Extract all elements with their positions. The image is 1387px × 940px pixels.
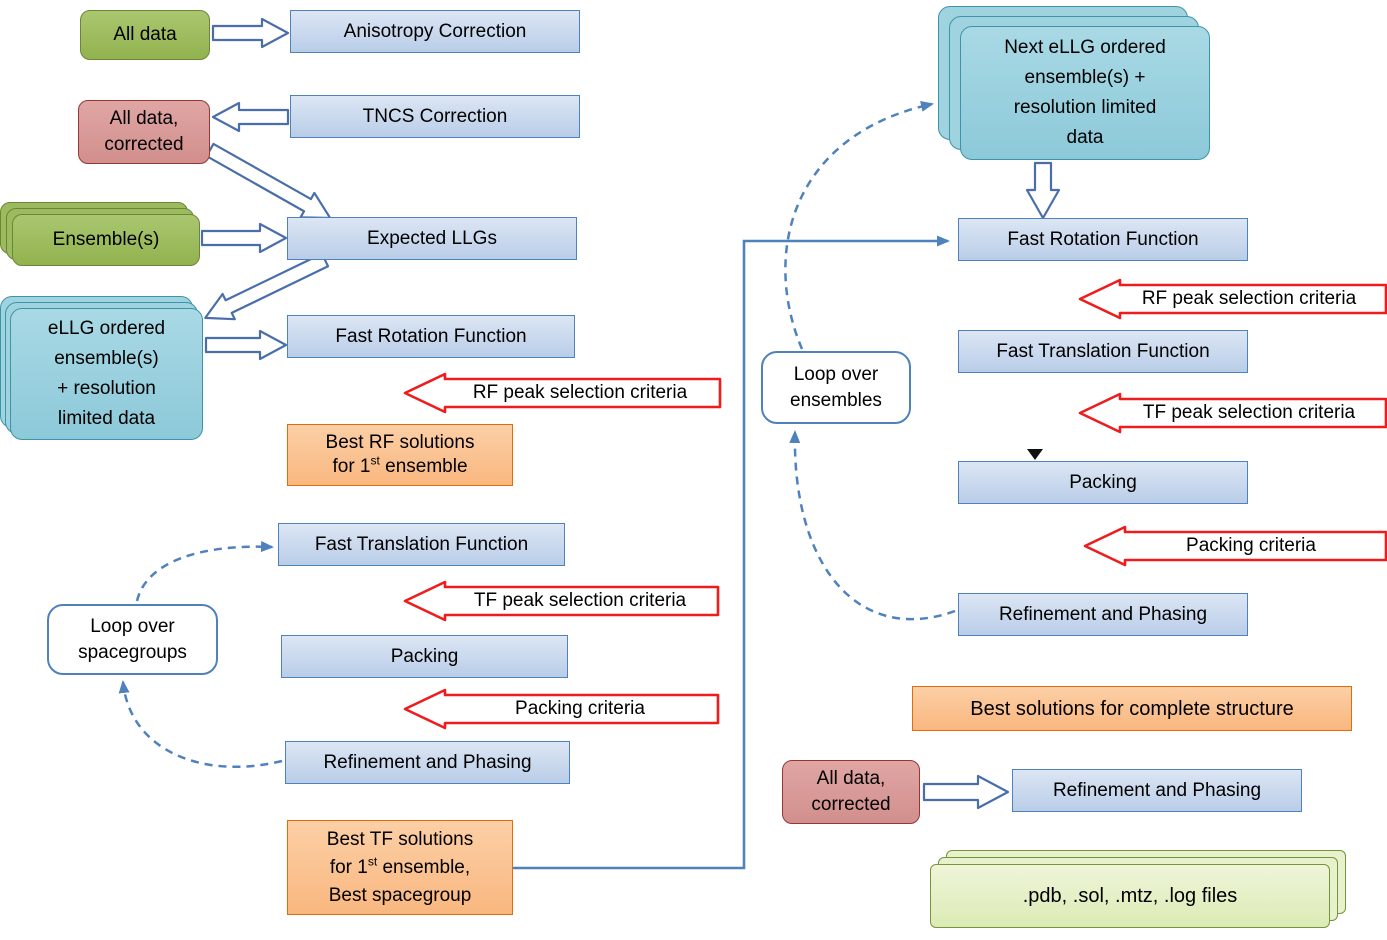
node-label: + resolution (57, 378, 156, 399)
node-label: Fast Rotation Function (1007, 228, 1199, 250)
node-label: Refinement and Phasing (323, 751, 532, 773)
node-label: for 1st ensemble, (330, 854, 470, 882)
node-fast-rotation-left: Fast Rotation Function (287, 315, 575, 358)
node-label: All data, (109, 108, 179, 129)
node-label: Best spacegroup (328, 884, 472, 906)
node-label: All data (113, 24, 177, 45)
node-label: resolution limited (1013, 97, 1157, 118)
packing-criteria-label-left: Packing criteria (515, 698, 645, 719)
node-label: Refinement and Phasing (998, 603, 1208, 625)
ordinal-superscript: st (367, 854, 378, 869)
node-label: Fast Rotation Function (335, 325, 527, 347)
node-label: Best solutions for complete structure (970, 697, 1294, 720)
node-label: corrected (104, 134, 184, 155)
node-label: ensemble(s) + (1024, 67, 1146, 88)
node-label: TNCS Correction (362, 105, 508, 127)
besttf-to-right-fastrotation-connector (513, 235, 950, 870)
node-packing-left: Packing (281, 635, 568, 678)
node-label: Packing (390, 645, 459, 667)
node-tncs-correction: TNCS Correction (290, 95, 580, 138)
node-label: Best TF solutions (326, 828, 474, 850)
node-fast-translation-left: Fast Translation Function (278, 523, 565, 566)
node-expected-llgs: Expected LLGs (287, 217, 577, 260)
node-refinement-left: Refinement and Phasing (285, 741, 570, 784)
ordinal-superscript: st (370, 453, 380, 468)
tf-criteria-label-right: TF peak selection criteria (1142, 402, 1356, 423)
arrow-tncs-to-alldatacorrected (211, 101, 290, 133)
loop-ensembles-to-nextellg-arrow (784, 100, 934, 350)
node-label: for 1st ensemble (332, 455, 467, 479)
node-loop-over-spacegroups: Loop over spacegroups (47, 604, 218, 675)
node-label: .pdb, .sol, .mtz, .log files (1022, 885, 1238, 907)
node-label: Next eLLG ordered (1004, 37, 1166, 58)
node-label-part: ensemble, (377, 856, 471, 878)
node-label: ensemble(s) (54, 348, 159, 369)
packing-criteria-label-right: Packing criteria (1186, 535, 1316, 556)
node-label: Fast Translation Function (996, 340, 1210, 362)
node-label-part: for 1 (332, 456, 371, 477)
node-output-files: .pdb, .sol, .mtz, .log files (930, 864, 1330, 928)
rf-criteria-label-right: RF peak selection criteria (1141, 288, 1357, 309)
node-label: Packing (1069, 471, 1137, 493)
node-anisotropy-correction: Anisotropy Correction (290, 10, 580, 53)
node-best-solutions-complete: Best solutions for complete structure (912, 686, 1352, 731)
node-label: limited data (57, 408, 156, 429)
node-label: Refinement and Phasing (1052, 779, 1262, 801)
refinement-to-loop-spacegroups-arrow (118, 680, 283, 769)
node-label: Best RF solutions (325, 432, 475, 453)
rf-criteria-arrow-right (1078, 278, 1387, 320)
rf-criteria-arrow-left (403, 372, 722, 414)
node-refinement-final: Refinement and Phasing (1012, 769, 1302, 812)
node-loop-over-ensembles: Loop over ensembles (761, 351, 911, 424)
refinement-to-loop-ensembles-arrow (789, 430, 956, 621)
arrow-expectedllgs-to-ellg (204, 252, 330, 321)
node-label: data (1066, 127, 1104, 148)
node-label: corrected (811, 794, 891, 815)
node-label: All data, (816, 768, 886, 789)
node-best-rf-solutions: Best RF solutions for 1st ensemble (287, 424, 513, 486)
arrow-alldatacorrected-to-finalrefinement (922, 774, 1010, 810)
node-label: ensembles (790, 389, 882, 411)
arrow-ensembles-to-expectedllgs (200, 222, 288, 254)
rf-criteria-label-left: RF peak selection criteria (472, 382, 688, 403)
node-label: eLLG ordered (47, 318, 166, 339)
node-label: Loop over (90, 615, 175, 637)
node-all-data-corrected: All data, corrected (78, 100, 210, 164)
node-label-part: ensemble (379, 456, 468, 477)
node-label: Fast Translation Function (314, 533, 529, 555)
node-label: Loop over (793, 363, 879, 385)
node-label: spacegroups (78, 641, 187, 663)
node-label-part: for 1 (329, 856, 368, 878)
loop-spacegroups-to-fasttranslation-arrow (135, 541, 274, 602)
node-packing-right: Packing (958, 461, 1248, 504)
node-label: Expected LLGs (367, 227, 497, 249)
packing-criteria-arrow-left (403, 688, 720, 730)
tf-criteria-arrow-left (403, 580, 720, 622)
connector-arrowhead (1027, 449, 1043, 460)
tf-criteria-arrow-right (1078, 392, 1387, 434)
arrow-nextellg-to-fastrotation (1025, 161, 1061, 220)
node-ellg-ordered-ensembles: eLLG ordered ensemble(s) + resolution li… (10, 308, 203, 440)
node-label: Anisotropy Correction (343, 20, 527, 42)
arrow-alldata-to-anisotropy (211, 17, 290, 49)
node-all-data-corrected-final: All data, corrected (782, 760, 920, 824)
node-label: Ensemble(s) (52, 229, 160, 250)
node-best-tf-solutions: Best TF solutions for 1st ensemble, Best… (287, 820, 513, 915)
node-ensembles: Ensemble(s) (12, 214, 200, 266)
node-refinement-right: Refinement and Phasing (958, 593, 1248, 636)
packing-criteria-arrow-right (1083, 525, 1387, 567)
arrow-ellg-to-fastrotation (204, 329, 288, 361)
node-fast-rotation-right: Fast Rotation Function (958, 218, 1248, 261)
tf-criteria-label-left: TF peak selection criteria (473, 590, 687, 611)
node-fast-translation-right: Fast Translation Function (958, 330, 1248, 373)
node-next-ellg-ensembles: Next eLLG ordered ensemble(s) + resoluti… (960, 26, 1210, 160)
node-all-data: All data (80, 10, 210, 60)
